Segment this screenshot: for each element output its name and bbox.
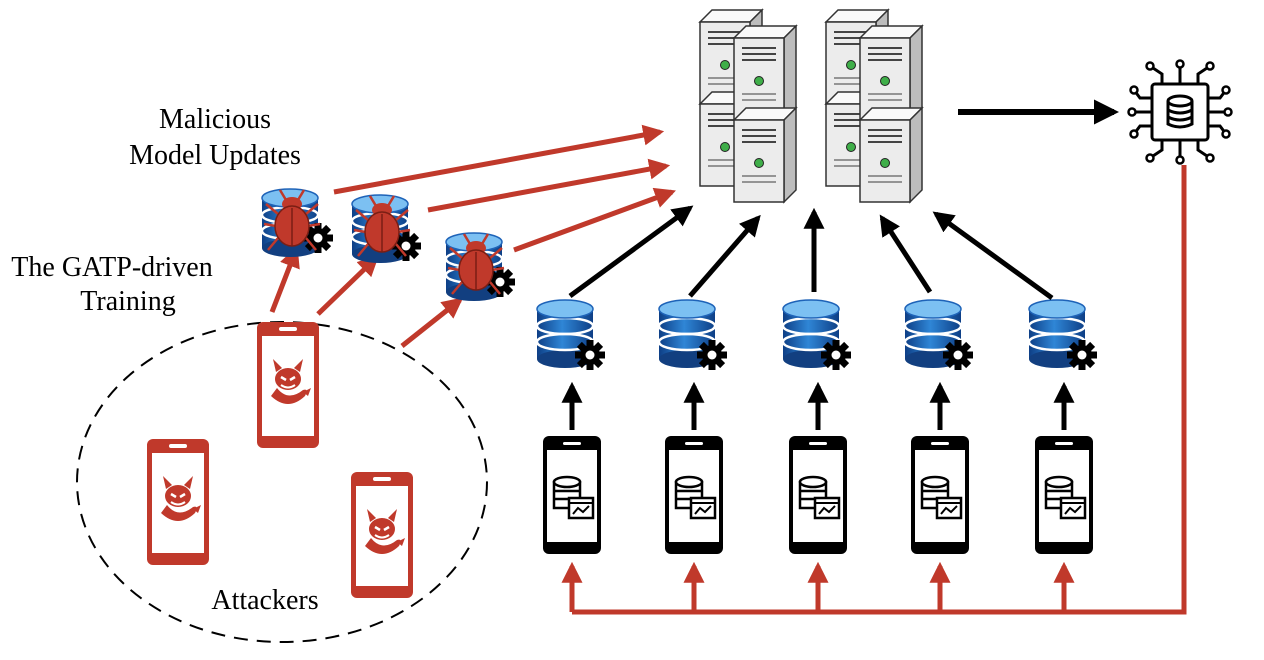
bug-database-gear-icon	[260, 187, 333, 259]
local-models	[535, 298, 1097, 370]
database-gear-icon	[535, 298, 605, 370]
bug-database-gear-icon	[444, 231, 515, 303]
malicious-label-line2: Model Updates	[129, 140, 301, 171]
phone-database-chart-icon	[909, 434, 971, 556]
ai-database-circuit-icon	[1127, 59, 1233, 165]
gatp-label-line1: The GATP-driven	[11, 252, 212, 283]
malicious-models	[260, 187, 515, 303]
phone-database-chart-icon	[663, 434, 725, 556]
attackers	[145, 320, 415, 600]
gatp-training-arrows	[269, 246, 464, 348]
gatp-label-line2: Training	[80, 286, 175, 317]
database-gear-icon	[903, 298, 973, 370]
broadcast-arrows	[561, 561, 1075, 612]
malicious-update-arrows	[333, 124, 676, 253]
phone-database-chart-icon	[541, 434, 603, 556]
database-gear-icon	[1027, 298, 1097, 370]
broadcast-path	[572, 165, 1187, 615]
server-cluster-icon	[700, 10, 922, 202]
attackers-label: Attackers	[211, 585, 318, 616]
phone-devil-icon	[349, 470, 415, 600]
local-training-arrows	[561, 381, 1075, 430]
database-gear-icon	[657, 298, 727, 370]
benign-update-arrows	[568, 205, 1054, 301]
benign-clients	[541, 434, 1095, 556]
phone-database-chart-icon	[1033, 434, 1095, 556]
phone-devil-icon	[255, 320, 321, 450]
phone-devil-icon	[145, 437, 211, 567]
malicious-label-line1: Malicious	[159, 104, 271, 135]
bug-database-gear-icon	[350, 193, 421, 265]
database-gear-icon	[781, 298, 851, 370]
phone-database-chart-icon	[787, 434, 849, 556]
